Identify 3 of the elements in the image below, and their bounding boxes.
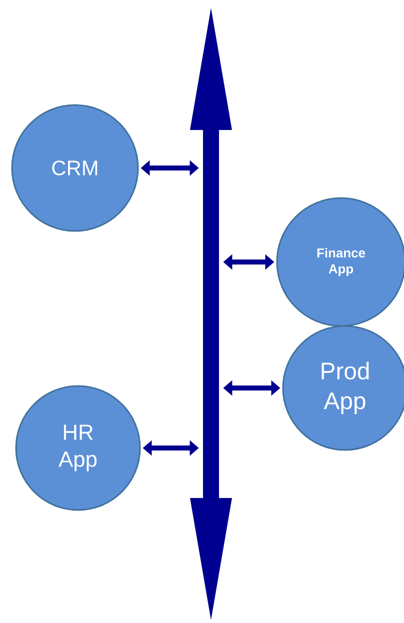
circle-node: CRM bbox=[11, 104, 139, 232]
circle-node: HR App bbox=[15, 385, 141, 511]
double-arrow-bus bbox=[190, 8, 232, 620]
